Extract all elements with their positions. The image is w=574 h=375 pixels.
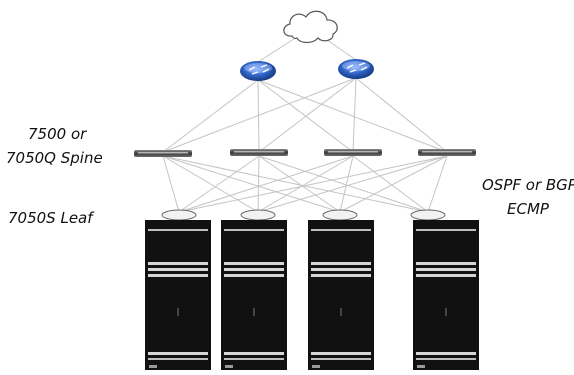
router-icon [240,61,276,81]
network-links [162,34,448,213]
spine-tier-label-line1: 7500 or [28,125,87,143]
server-rack-icon [145,220,211,370]
server-rack-icon [221,220,287,370]
server-rack-icon [413,220,479,370]
leaf-switch-icon [161,209,197,221]
spine-tier-label-line2: 7050Q Spine [6,149,103,167]
spine-switch-icon [230,149,288,156]
server-rack-icon [308,220,374,370]
router-icon [338,59,374,79]
cloud-icon [283,10,338,44]
leaf-switch-icon [322,209,358,221]
leaf-tier-label: 7050S Leaf [8,209,93,227]
routing-protocol-label-line2: ECMP [507,200,549,218]
spine-switch-icon [418,149,476,156]
spine-switch-icon [134,150,192,157]
leaf-switch-icon [240,209,276,221]
spine-switch-icon [324,149,382,156]
routing-protocol-label-line1: OSPF or BGP [482,176,574,194]
leaf-switch-icon [410,209,446,221]
